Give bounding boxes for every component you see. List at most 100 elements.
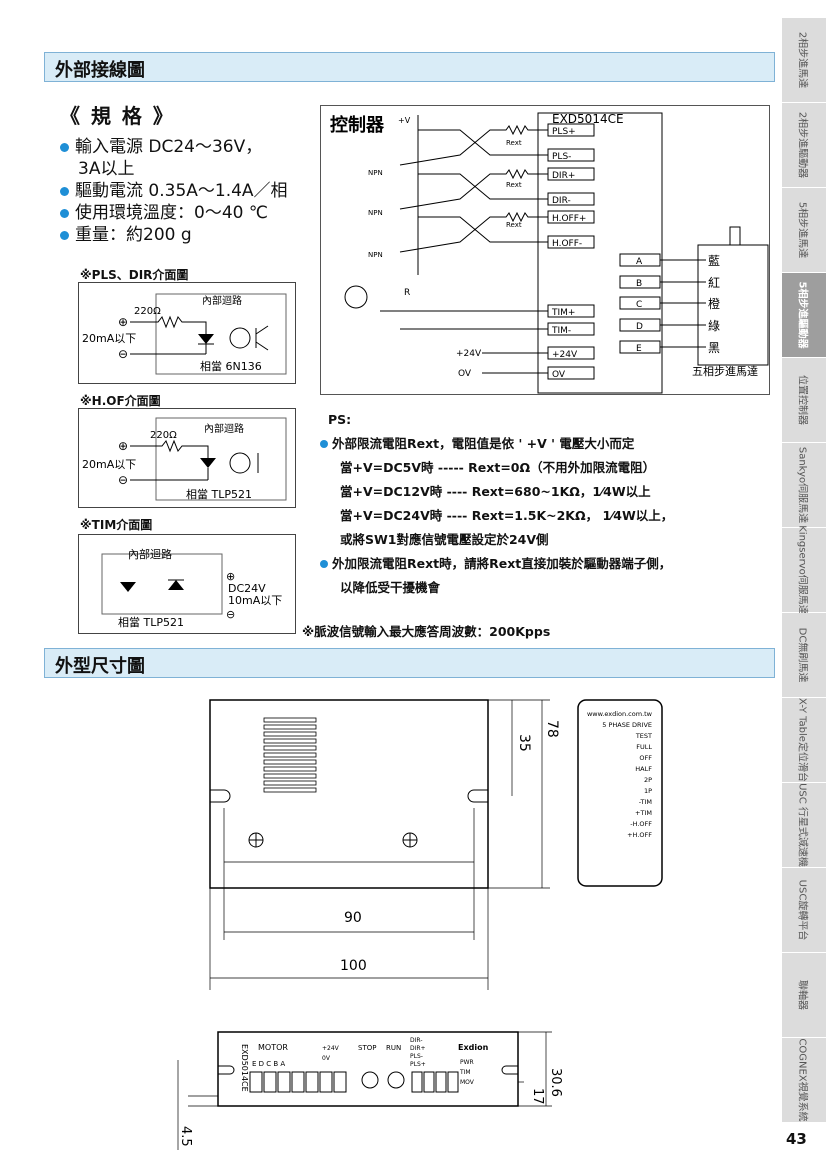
- sidebar-tab[interactable]: 5相步進馬達: [782, 188, 826, 273]
- equiv-label: 相當 6N136: [200, 360, 262, 373]
- motor-wire-color: 黑: [708, 341, 720, 355]
- side-label: 5 PHASE DRIVE: [602, 721, 652, 729]
- dim-17: 17: [530, 1088, 545, 1105]
- side-view-drawing: www.exdion.com.tw5 PHASE DRIVETESTFULLOF…: [577, 699, 663, 887]
- rext-label: Rext: [506, 221, 522, 229]
- motor-terminal-label: D: [636, 322, 643, 332]
- r220-label: 220Ω: [134, 306, 161, 317]
- side-label: TEST: [635, 732, 652, 740]
- sidebar-tab[interactable]: 5相步進驅動器: [782, 273, 826, 358]
- motor-terminal-label: E: [636, 344, 642, 354]
- dim-35: 35: [516, 734, 532, 752]
- supply-24v: +24V: [456, 349, 482, 359]
- sidebar-tab[interactable]: Sankyo伺服馬達: [782, 443, 826, 528]
- pls-interface-title: ※PLS、DIR介面圖: [80, 268, 189, 282]
- sidebar-tab[interactable]: X-Y Table定位滑台: [782, 698, 826, 783]
- front-pls-plus: PLS+: [410, 1061, 426, 1068]
- sidebar-tab-label: DC無刷馬達: [796, 627, 808, 683]
- terminal-label: DIR-: [552, 196, 571, 206]
- terminal-label: PLS+: [552, 127, 576, 137]
- plus-icon: ⊕: [118, 439, 128, 453]
- front-model-label: EXD5014CE: [240, 1044, 249, 1092]
- vent-slot: [263, 766, 317, 772]
- npn-label: NPN: [368, 251, 383, 259]
- internal-circuit-label: 內部迴路: [128, 547, 172, 561]
- terminal-label: DIR+: [552, 171, 575, 181]
- minus-icon: ⊖: [118, 347, 128, 361]
- motor-terminal-label: C: [636, 300, 642, 310]
- rext-label: Rext: [506, 181, 522, 189]
- sidebar-tab[interactable]: 2相步進馬達: [782, 18, 826, 103]
- equiv-label: 相當 TLP521: [118, 616, 184, 629]
- ps-line: 當+V=DC24V時 ---- Rext=1.5K~2KΩ， 1⁄4W以上，: [340, 508, 674, 523]
- sidebar-tab-label: 2相步進驅動器: [796, 111, 808, 179]
- bullet-icon: [60, 186, 69, 196]
- terminal-label: +24V: [552, 350, 578, 360]
- signal-wire: [399, 211, 548, 253]
- sidebar-tab-label: Sankyo伺服馬達: [796, 446, 808, 524]
- motor-wire-color: 紅: [708, 276, 720, 290]
- internal-circuit-label: 內部迴路: [202, 294, 242, 307]
- sidebar-tab-label: 位置控制器: [796, 375, 808, 425]
- spec-item: 輸入電源 DC24～36V，: [60, 136, 310, 158]
- spec-item-cont: 3A以上: [78, 159, 135, 179]
- sidebar-tab-label: USC旋轉平台: [796, 879, 808, 941]
- side-label: -TIM: [639, 798, 652, 806]
- sidebar-tab-label: USC 行星式減速機: [796, 783, 808, 867]
- wiring-diagram: 控制器 +V EXD5014CE PLS+PLS-DIR+DIR-H.OFF+H…: [320, 105, 770, 395]
- motor-wire-color: 藍: [708, 254, 720, 268]
- sidebar-tab[interactable]: 聯軸器: [782, 953, 826, 1038]
- hof-interface-title: ※H.OF介面圖: [80, 394, 161, 408]
- dim-78: 78: [544, 720, 560, 738]
- side-panel-labels: www.exdion.com.tw5 PHASE DRIVETESTFULLOF…: [587, 710, 653, 839]
- front-connectors: [249, 1071, 459, 1093]
- sidebar-tab[interactable]: USC 行星式減速機: [782, 783, 826, 868]
- front-dir-minus: DIR-: [410, 1037, 422, 1044]
- r220-label: 220Ω: [150, 430, 177, 441]
- spec-list: 輸入電源 DC24～36V， 3A以上 驅動電流 0.35A～1.4A／相 使用…: [60, 136, 310, 246]
- side-label: FULL: [636, 743, 652, 751]
- sidebar-tab[interactable]: USC旋轉平台: [782, 868, 826, 953]
- connector-pin: [435, 1071, 447, 1093]
- sidebar-tab[interactable]: 位置控制器: [782, 358, 826, 443]
- ps-line: 當+V=DC12V時 ---- Rext=680~1KΩ，1⁄4W以上: [340, 484, 651, 499]
- sidebar-tab[interactable]: DC無刷馬達: [782, 613, 826, 698]
- sidebar-tab[interactable]: COGNEX視覺系統: [782, 1038, 826, 1123]
- vent-slot: [263, 759, 317, 765]
- sidebar-tab-label: COGNEX視覺系統: [796, 1038, 808, 1122]
- signal-wire: [399, 168, 548, 210]
- terminal-label: H.OFF+: [552, 214, 586, 224]
- motor-wire-color: 綠: [708, 319, 720, 333]
- side-label: +H.OFF: [627, 831, 652, 839]
- connector-pin: [423, 1071, 435, 1093]
- motor-terminal-label: B: [636, 279, 642, 289]
- vent-slot: [263, 738, 317, 744]
- page-number: 43: [786, 1130, 807, 1148]
- front-run-label: RUN: [386, 1044, 401, 1052]
- spec-item: 使用環境溫度：0～40 ℃: [60, 202, 310, 224]
- sidebar-tab-label: X-Y Table定位滑台: [796, 698, 808, 782]
- front-brand: Exdion: [458, 1043, 489, 1052]
- tim-interface-diagram: 內部迴路 ⊕ ⊖ DC24V 10mA以下 相當 TLP521: [78, 534, 296, 634]
- sidebar-tab[interactable]: 2相步進驅動器: [782, 103, 826, 188]
- spec-title: 《 規 格 》: [60, 104, 175, 128]
- equiv-label: 相當 TLP521: [186, 488, 252, 501]
- front-24v-label: +24V: [322, 1045, 340, 1052]
- run-switch-icon: [387, 1071, 405, 1089]
- bullet-icon: [60, 230, 69, 240]
- side-label: -H.OFF: [630, 820, 652, 828]
- bullet-icon: [60, 208, 69, 218]
- stop-switch-icon: [361, 1071, 379, 1089]
- sidebar-tab-label: 2相步進馬達: [796, 31, 808, 89]
- terminal-label: TIM+: [551, 308, 575, 318]
- signal-wires: [380, 124, 548, 330]
- motor-terminal-label: A: [636, 257, 643, 267]
- connector-pin: [263, 1071, 277, 1093]
- connector-pin: [305, 1071, 319, 1093]
- sidebar-tab[interactable]: Kingservo伺服馬達: [782, 525, 826, 615]
- front-dir-plus: DIR+: [410, 1045, 426, 1052]
- pulse-note: ※脈波信號輸入最大應答周波數：200Kpps: [302, 624, 551, 639]
- signal-wire: [418, 216, 548, 243]
- terminal-label: OV: [552, 370, 566, 380]
